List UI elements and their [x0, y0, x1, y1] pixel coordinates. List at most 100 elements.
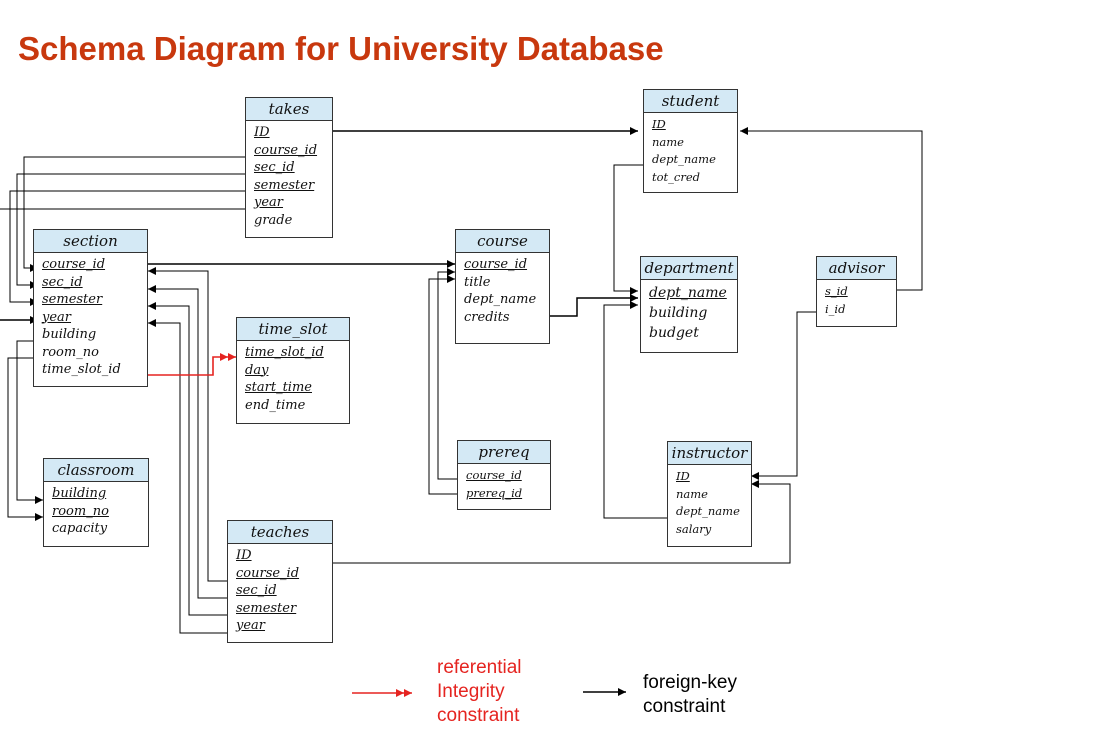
attribute-dept-name: dept_name — [649, 285, 727, 301]
table-name: classroom — [44, 459, 148, 482]
attribute-semester: semester — [236, 600, 297, 616]
fk-section-classroom-2 — [7, 357, 43, 521]
attribute-tot-cred: tot_cred — [652, 169, 701, 184]
attribute-room-no: room_no — [52, 503, 109, 519]
attribute-s-id: s_id — [825, 284, 848, 298]
attribute-semester: semester — [42, 292, 103, 307]
attribute-course-id: course_id — [464, 257, 528, 272]
table-advisor: advisor s_id i_id — [816, 256, 897, 327]
attribute-id: ID — [236, 548, 252, 563]
table-name: teaches — [228, 521, 332, 544]
attribute-credits: credits — [464, 309, 510, 325]
legend-line: referential — [437, 657, 522, 678]
table-classroom: classroom building room_no capacity — [43, 458, 149, 547]
ref-section-time-slot — [146, 353, 236, 376]
attribute-building: building — [42, 327, 97, 342]
attribute-end-time: end_time — [245, 397, 306, 413]
table-name: department — [641, 257, 737, 280]
table-teaches: teaches ID course_id sec_id semester year — [227, 520, 333, 643]
attribute-course-id: course_id — [254, 142, 318, 158]
attribute-semester: semester — [254, 177, 315, 193]
table-name: course — [456, 230, 549, 253]
attribute-time-slot-id: time_slot_id — [245, 345, 324, 360]
fk-section-classroom-1 — [16, 340, 43, 504]
fk-prereq-course-1 — [437, 268, 457, 480]
fk-takes-section-1 — [23, 156, 245, 272]
fk-teaches-instructor — [332, 480, 791, 564]
attr-list: ID course_id sec_id semester year — [228, 544, 332, 639]
attribute-dept-name: dept_name — [464, 292, 537, 307]
legend-foreign-key-label: foreign-key constraint — [643, 671, 737, 719]
fk-teaches-section-2 — [148, 285, 227, 599]
fk-student-department — [613, 164, 643, 295]
attribute-i-id: i_id — [825, 301, 846, 316]
attribute-title: title — [464, 274, 491, 290]
table-name: takes — [246, 98, 332, 121]
attribute-prereq-id: prereq_id — [466, 485, 523, 500]
table-name: instructor — [668, 442, 751, 465]
legend-line: constraint — [437, 705, 520, 726]
attr-list: s_id i_id — [817, 280, 896, 322]
attribute-start-time: start_time — [245, 380, 312, 395]
legend-referential-label: referential Integrity constraint — [437, 656, 522, 728]
attribute-room-no: room_no — [42, 344, 99, 360]
attribute-name: name — [676, 486, 708, 501]
attribute-id: ID — [676, 469, 690, 483]
attribute-id: ID — [254, 125, 270, 140]
attr-list: dept_name building budget — [641, 280, 737, 347]
fk-prereq-course-2 — [428, 275, 457, 495]
attr-list: building room_no capacity — [44, 482, 148, 542]
attribute-building: building — [649, 305, 708, 321]
table-takes: takes ID course_id sec_id semester year grade — [245, 97, 333, 238]
fk-teaches-section-4 — [148, 319, 227, 634]
attribute-course-id: course_id — [466, 468, 522, 482]
attribute-course-id: course_id — [42, 257, 106, 272]
table-name: prereq — [458, 441, 550, 464]
fk-teaches-section-1 — [148, 267, 227, 582]
page-title: Schema Diagram for University Database — [18, 30, 664, 67]
fk-teaches-section-3 — [148, 302, 227, 616]
table-name: student — [644, 90, 737, 113]
attribute-time-slot-id: time_slot_id — [42, 362, 121, 377]
fk-course-department — [549, 294, 638, 317]
fk-instructor-department — [603, 301, 667, 519]
attr-list: ID course_id sec_id semester year grade — [246, 121, 332, 233]
attribute-year: year — [254, 195, 284, 210]
attribute-sec-id: sec_id — [42, 274, 83, 290]
fk-advisor-student — [740, 127, 923, 291]
attribute-building: building — [52, 486, 107, 501]
table-name: advisor — [817, 257, 896, 280]
table-name: section — [34, 230, 147, 253]
fk-advisor-instructor — [751, 311, 816, 480]
attribute-id: ID — [652, 117, 666, 131]
legend-line: constraint — [643, 696, 726, 717]
attribute-year: year — [42, 309, 72, 325]
attribute-sec-id: sec_id — [254, 160, 295, 175]
table-prereq: prereq course_id prereq_id — [457, 440, 551, 510]
attribute-course-id: course_id — [236, 565, 300, 581]
attribute-day: day — [245, 362, 269, 378]
fk-takes-section-2 — [16, 173, 245, 289]
table-section: section course_id sec_id semester year build… — [33, 229, 148, 387]
legend-line: Integrity — [437, 681, 505, 702]
attribute-sec-id: sec_id — [236, 583, 277, 598]
table-name: time_slot — [237, 318, 349, 341]
legend-line: foreign-key — [643, 672, 737, 693]
attribute-dept-name: dept_name — [652, 152, 716, 166]
attribute-grade: grade — [254, 212, 293, 228]
attribute-year: year — [236, 618, 266, 633]
attribute-budget: budget — [649, 325, 699, 341]
attribute-dept-name: dept_name — [676, 504, 740, 518]
attribute-capacity: capacity — [52, 521, 108, 536]
table-department: department dept_name building budget — [640, 256, 738, 353]
fk-takes-section-3 — [9, 190, 245, 306]
